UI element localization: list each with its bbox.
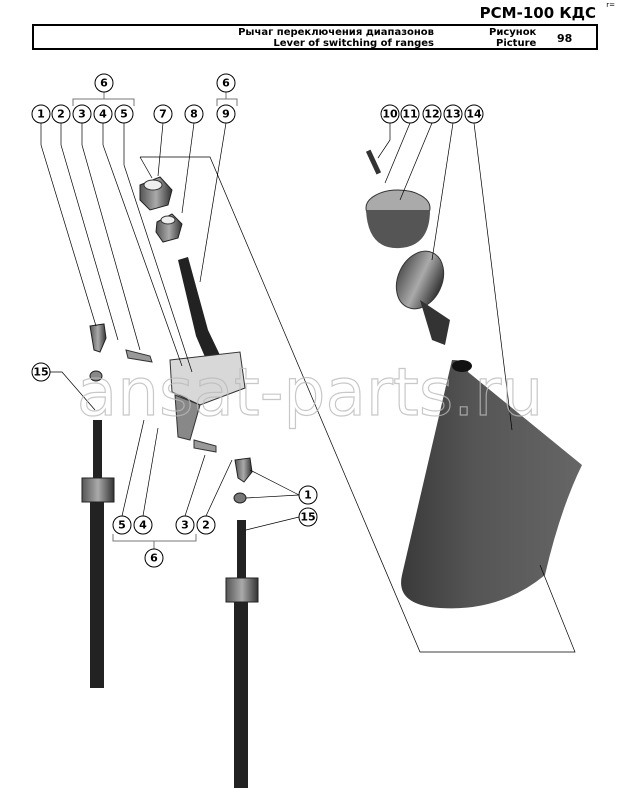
title-block: Рычаг переключения диапазонов Lever of s… [32,24,598,50]
callout-4-bottom: 4 [133,515,153,535]
svg-text:3: 3 [78,108,86,121]
callout-9: 9 [216,104,236,124]
callout-1-right: 1 [298,485,318,505]
title-ru: Рычаг переключения диапазонов [238,27,434,38]
callout-1: 1 [31,104,51,124]
callout-6-group-a: 6 [94,73,114,93]
callout-12: 12 [422,104,442,124]
callout-15-right: 15 [298,507,318,527]
svg-text:6: 6 [100,77,108,90]
svg-text:14: 14 [466,108,482,121]
svg-text:12: 12 [424,108,439,121]
svg-text:3: 3 [181,519,189,532]
callout-4: 4 [93,104,113,124]
callout-3: 3 [72,104,92,124]
picture-label-en: Picture [496,38,537,49]
callout-2-bottom: 2 [196,515,216,535]
svg-text:8: 8 [190,108,198,121]
callout-5: 5 [114,104,134,124]
svg-text:1: 1 [37,108,45,121]
callout-13: 13 [443,104,463,124]
svg-text:4: 4 [99,108,107,121]
callout-5-bottom: 5 [112,515,132,535]
picture-number: 98 [557,32,573,45]
callout-10: 10 [380,104,400,124]
svg-text:1: 1 [304,489,312,502]
callout-8: 8 [184,104,204,124]
callout-6-group-b: 6 [216,73,236,93]
svg-text:13: 13 [445,108,460,121]
title-en: Lever of switching of ranges [273,38,434,49]
svg-text:2: 2 [57,108,65,121]
callout-11: 11 [400,104,420,124]
svg-text:10: 10 [382,108,398,121]
parts [81,149,582,788]
callout-6-bottom: 6 [144,548,164,568]
svg-text:9: 9 [222,108,230,121]
callout-15-left: 15 [31,362,51,382]
model-code: РСМ-100 КДС [479,4,596,22]
watermark: ansat-parts.ru [77,354,543,431]
svg-text:6: 6 [222,77,230,90]
svg-text:5: 5 [118,519,126,532]
callout-7: 7 [153,104,173,124]
svg-text:15: 15 [300,511,315,524]
svg-text:4: 4 [139,519,147,532]
callout-2: 2 [51,104,71,124]
corner-mark: r= [606,1,615,9]
svg-text:7: 7 [159,108,167,121]
svg-text:5: 5 [120,108,128,121]
svg-text:11: 11 [402,108,417,121]
callout-14: 14 [464,104,484,124]
callout-3-bottom: 3 [175,515,195,535]
svg-text:2: 2 [202,519,210,532]
picture-label-ru: Рисунок [489,27,537,38]
svg-text:15: 15 [33,366,48,379]
leader-lines [40,92,576,653]
svg-text:6: 6 [150,552,158,565]
